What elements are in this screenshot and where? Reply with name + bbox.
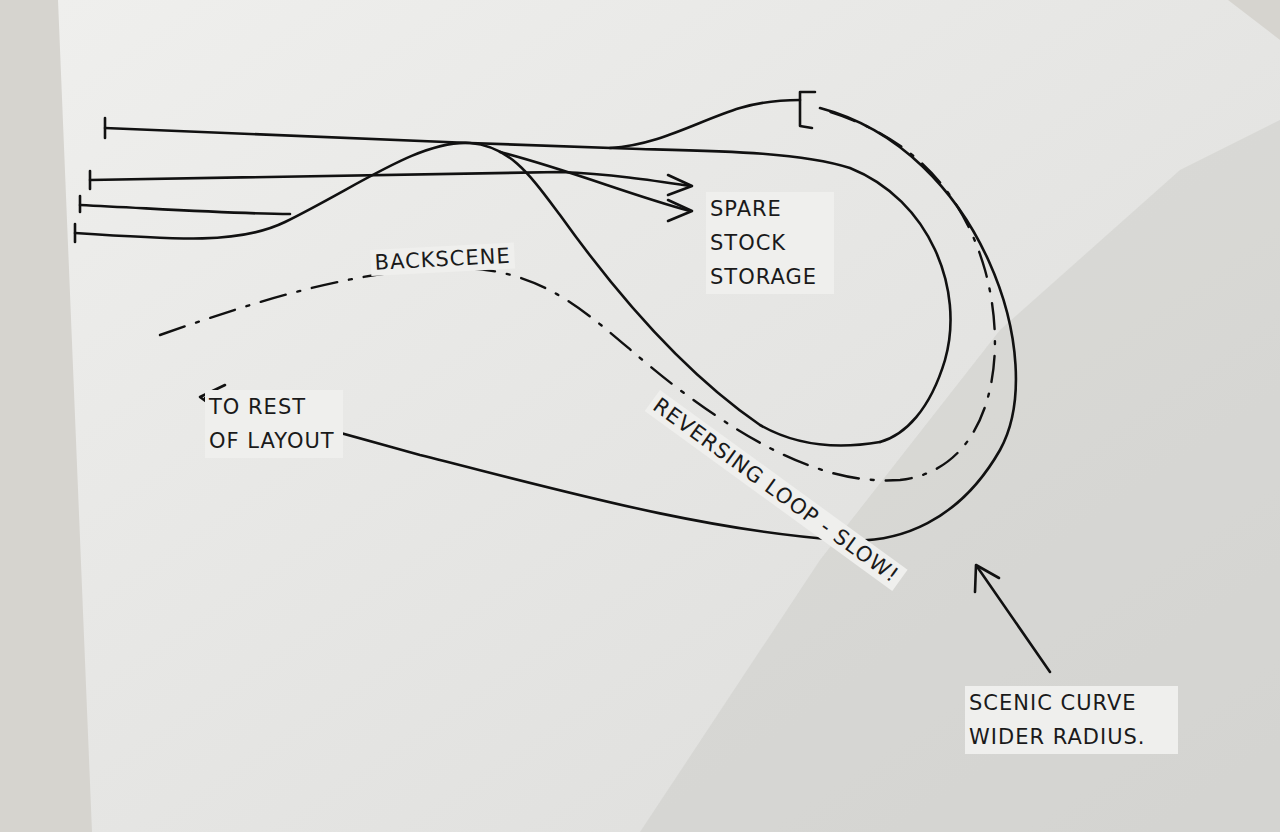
buffer-bracket [800, 92, 815, 128]
arrow-head [975, 565, 999, 592]
arrow-head [668, 175, 692, 195]
track-line [205, 108, 1016, 541]
track-line [75, 143, 880, 446]
paper-sheet [58, 0, 1280, 832]
handwritten-label: SCENIC CURVE WIDER RADIUS. [965, 686, 1178, 754]
track-line [500, 152, 690, 211]
track-line [610, 100, 800, 148]
track-line [80, 205, 290, 214]
shadow [640, 120, 1280, 832]
backscene-line [160, 112, 995, 480]
arrow-head [668, 200, 692, 221]
handwritten-label: TO REST OF LAYOUT [205, 390, 343, 458]
leader-line [978, 568, 1050, 672]
handwritten-label: SPARE STOCK STORAGE [706, 192, 834, 294]
